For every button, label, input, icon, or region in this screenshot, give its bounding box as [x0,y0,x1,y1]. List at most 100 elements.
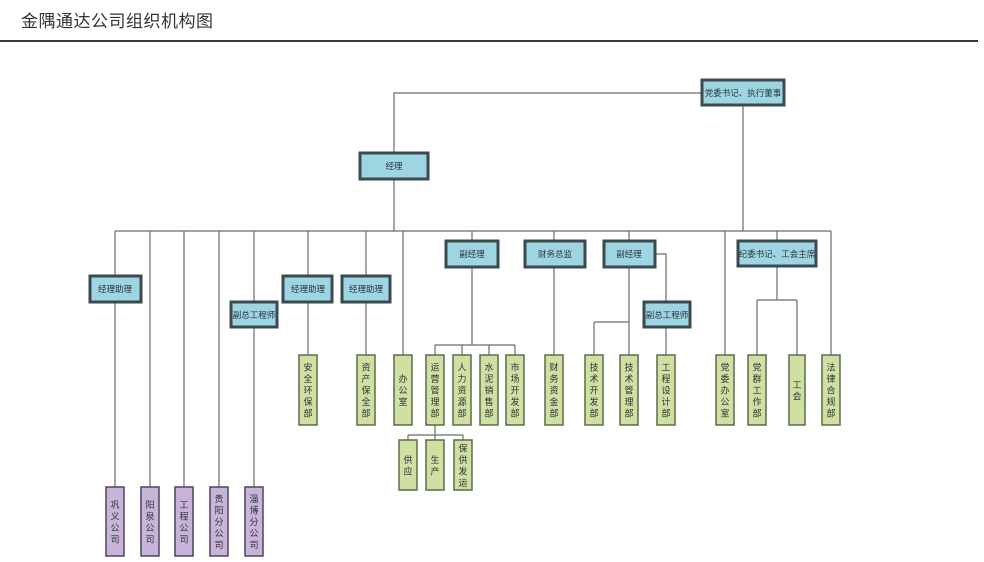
box-market-char: 部 [510,408,519,420]
node-vp1-label: 副经理 [459,249,485,260]
box-party-work-char: 群 [752,373,761,385]
box-market-char: 开 [510,386,519,397]
box-market-char: 场 [510,374,519,385]
box-union[interactable]: 工会 [788,354,806,426]
box-tech-dev-char: 部 [589,408,598,420]
node-cfo[interactable]: 财务总监 [523,239,587,269]
box-legal-char: 律 [826,373,835,385]
node-asst1-label: 经理助理 [98,284,133,295]
box-legal-char: 合 [826,385,835,397]
box-hr-char: 力 [457,373,466,385]
box-supply-delivery-char: 运 [458,478,467,489]
box-tech-mgmt-char: 技 [624,362,633,374]
box-tech-mgmt-char: 部 [624,408,633,420]
box-finance-char: 部 [549,408,558,420]
box-zibo-char: 博 [249,505,258,517]
box-safety-char: 环 [303,386,312,397]
box-safety-char: 保 [303,396,312,408]
box-zibo-char: 分 [249,517,258,528]
node-deputy-manager-2[interactable]: 副经理 [602,239,657,269]
box-supply-char: 供 [403,454,412,466]
node-assistant-manager-3[interactable]: 经理助理 [340,274,392,304]
box-cement-sales-char: 泥 [484,374,493,385]
box-operations-char: 理 [430,397,439,408]
node-manager-label: 经理 [385,161,403,172]
box-party-work-char: 工 [752,387,761,397]
node-deputy-chief-engineer-1[interactable]: 副总工程师 [229,300,279,329]
box-supply-delivery-char: 供 [458,454,467,466]
box-yangquan-char: 公 [145,523,154,534]
box-party-office-char: 办 [720,385,729,397]
box-legal-char: 部 [826,408,835,420]
box-tech-mgmt-char: 理 [624,397,633,408]
box-supply-delivery-char: 发 [458,465,467,477]
box-office-char: 室 [398,396,407,408]
box-zibo-char: 公 [249,529,258,540]
box-office[interactable]: 办公室 [393,354,413,426]
box-gongyi-char: 司 [110,534,119,545]
box-supply-delivery-char: 保 [458,442,467,454]
box-party-office-char: 党 [720,362,729,374]
box-market-char: 市 [510,362,519,374]
node-chief-eng2-label: 副总工程师 [646,310,689,321]
box-yangquan-char: 阳 [145,500,154,511]
box-party-office-char: 委 [720,373,729,385]
box-engineering-char: 工 [661,364,670,374]
node-deputy-chief-engineer-2[interactable]: 副总工程师 [642,300,692,329]
box-finance-char: 财 [549,362,558,374]
box-legal-char: 法 [826,362,835,374]
box-finance-char: 务 [549,373,558,385]
box-safety-char: 安 [303,362,312,374]
box-production[interactable]: 生产 [425,439,445,491]
box-production-char: 生 [430,454,439,466]
node-assistant-manager-1[interactable]: 经理助理 [88,274,143,304]
box-finance-char: 金 [549,396,558,408]
box-tech-mgmt-char: 术 [624,373,633,385]
box-tech-dev-char: 开 [589,386,598,397]
node-chairman-label: 党委书记、执行董事 [705,88,782,99]
box-gongyi-char: 义 [110,511,119,522]
box-supply[interactable]: 供应 [398,439,418,491]
node-deputy-manager-1[interactable]: 副经理 [444,239,500,269]
box-safety-char: 全 [303,373,312,385]
box-assets-char: 保 [361,385,370,397]
node-vp2-label: 副经理 [616,249,642,260]
node-manager[interactable]: 经理 [358,151,430,181]
box-office-char: 办 [398,373,407,385]
box-union-char: 会 [792,390,801,402]
box-gongyi-char: 公 [110,523,119,534]
box-yangquan-char: 泉 [145,510,154,522]
connectors [114,92,832,487]
box-assets-char: 部 [361,408,370,420]
node-discipline-label: 纪委书记、工会主席 [739,249,816,260]
box-tech-mgmt-char: 管 [624,385,633,397]
node-chairman[interactable]: 党委书记、执行董事 [700,78,786,107]
box-party-work-char: 党 [752,362,761,374]
box-gongyi-char: 巩 [110,500,119,511]
box-finance-char: 资 [549,386,558,397]
node-assistant-manager-2[interactable]: 经理助理 [281,274,334,304]
box-engineering-co-char: 司 [179,534,188,545]
box-zibo-char: 司 [249,540,258,551]
box-engineering-char: 程 [661,374,670,385]
node-discipline-secretary[interactable]: 纪委书记、工会主席 [736,239,818,268]
